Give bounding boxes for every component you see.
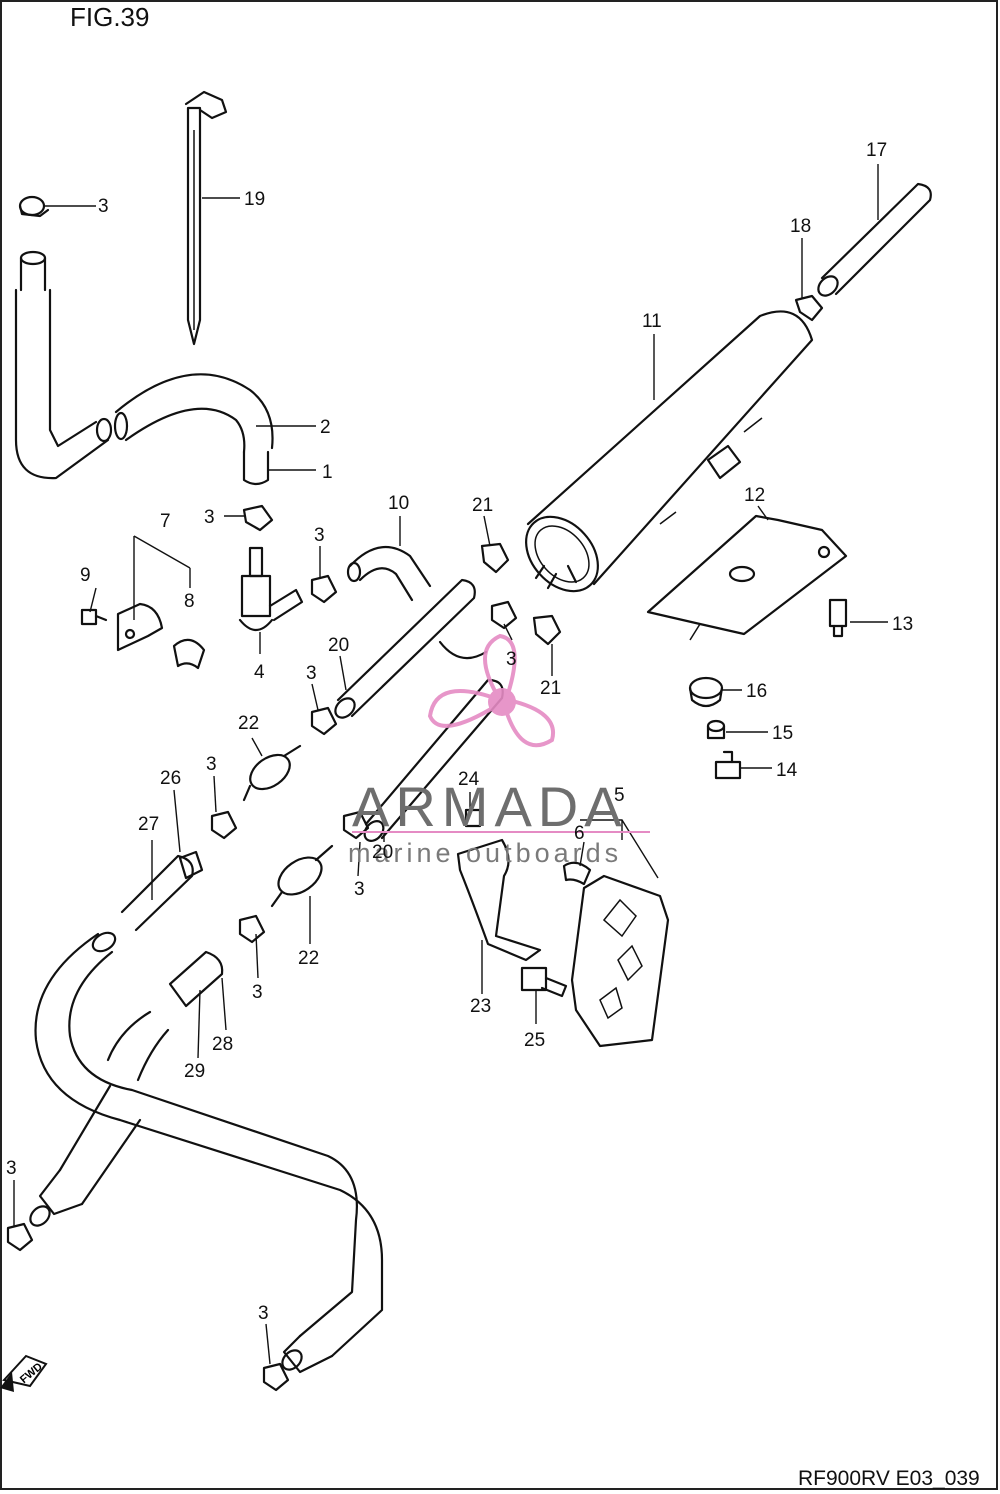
callout-21: 21 — [472, 495, 493, 516]
callout-3: 3 — [306, 663, 317, 684]
watermark-brand: ARMADA — [352, 775, 628, 838]
part-13-bolt — [828, 598, 848, 638]
callout-19: 19 — [244, 189, 265, 210]
figure-label: FIG.39 — [70, 2, 149, 32]
part-11-canister — [525, 310, 814, 593]
callout-3: 3 — [206, 754, 217, 775]
part-12-bracket — [646, 514, 848, 641]
callout-22: 22 — [298, 948, 319, 969]
part-24-screw — [464, 808, 482, 828]
callout-18: 18 — [790, 216, 811, 237]
callout-4: 4 — [254, 662, 265, 683]
part-19-rod — [184, 90, 228, 346]
callout-13: 13 — [892, 614, 913, 635]
part-8-clamp — [172, 638, 206, 670]
callout-5: 5 — [614, 785, 625, 806]
callout-7: 7 — [160, 511, 171, 532]
callout-6: 6 — [574, 823, 585, 844]
callout-27: 27 — [138, 814, 159, 835]
callout-22: 22 — [238, 713, 259, 734]
part-22-filter-lower — [270, 844, 334, 908]
callout-20: 20 — [328, 635, 349, 656]
callout-3: 3 — [258, 1303, 269, 1324]
callout-3: 3 — [98, 196, 109, 217]
part-4-valve — [238, 546, 304, 632]
part-26-collar — [178, 850, 204, 880]
callout-20: 20 — [372, 842, 393, 863]
part-9-screw — [80, 608, 108, 626]
part-21-clip-b — [532, 614, 562, 646]
fwd-direction-arrow: FWD — [0, 1354, 48, 1392]
part-22-filter-upper — [242, 744, 302, 802]
callout-14: 14 — [776, 760, 798, 781]
callout-29: 29 — [184, 1061, 205, 1082]
callout-3: 3 — [314, 525, 325, 546]
part-23-strap — [456, 838, 542, 962]
callout-12: 12 — [744, 485, 765, 506]
part-10-elbow-hose — [346, 546, 432, 602]
watermark-tagline: marine outboards — [348, 838, 622, 868]
callout-3: 3 — [506, 649, 517, 670]
callout-2: 2 — [320, 417, 331, 438]
callout-25: 25 — [524, 1030, 545, 1051]
callout-11: 11 — [642, 311, 662, 332]
part-16-grommet — [688, 676, 724, 708]
armada-watermark: ARMADA marine outboards — [348, 633, 650, 868]
callout-3: 3 — [204, 507, 215, 528]
callout-17: 17 — [866, 140, 887, 161]
part-6-clip — [562, 861, 592, 886]
part-1-2-hose — [14, 250, 274, 486]
callout-28: 28 — [212, 1034, 233, 1055]
part-21-clip-a — [480, 542, 510, 574]
callout-3: 3 — [354, 879, 365, 900]
callout-21: 21 — [540, 678, 561, 699]
part-15-collar — [706, 719, 726, 740]
part-3-clip-set — [6, 504, 518, 1392]
propeller-logo — [427, 633, 556, 748]
callout-15: 15 — [772, 723, 793, 744]
part-20-hose-upper — [334, 578, 476, 719]
part-14-bolt — [714, 750, 742, 780]
callout-8: 8 — [184, 591, 195, 612]
part-18-clip — [794, 294, 824, 322]
callout-24: 24 — [458, 769, 480, 790]
callout-1: 1 — [322, 462, 333, 483]
part-17-hose — [817, 182, 932, 297]
part-7-bracket — [116, 602, 164, 652]
callout-16: 16 — [746, 681, 767, 702]
callout-23: 23 — [470, 996, 491, 1017]
part-28-cap — [168, 950, 224, 1008]
part-3-clip — [18, 195, 50, 218]
callout-3: 3 — [252, 982, 263, 1003]
part-5-plate — [570, 874, 670, 1048]
callout-9: 9 — [80, 565, 91, 586]
callout-labels: 3 19 2 1 17 18 11 12 13 16 15 14 10 21 2… — [6, 140, 913, 1324]
drawing-code: RF900RV E03_039 — [798, 1467, 980, 1490]
callout-3: 3 — [6, 1158, 17, 1179]
lower-main-hose — [29, 931, 384, 1374]
callout-10: 10 — [388, 493, 409, 514]
leader-lines — [13, 164, 888, 1365]
callout-26: 26 — [160, 768, 181, 789]
part-25-bolt — [520, 966, 568, 998]
